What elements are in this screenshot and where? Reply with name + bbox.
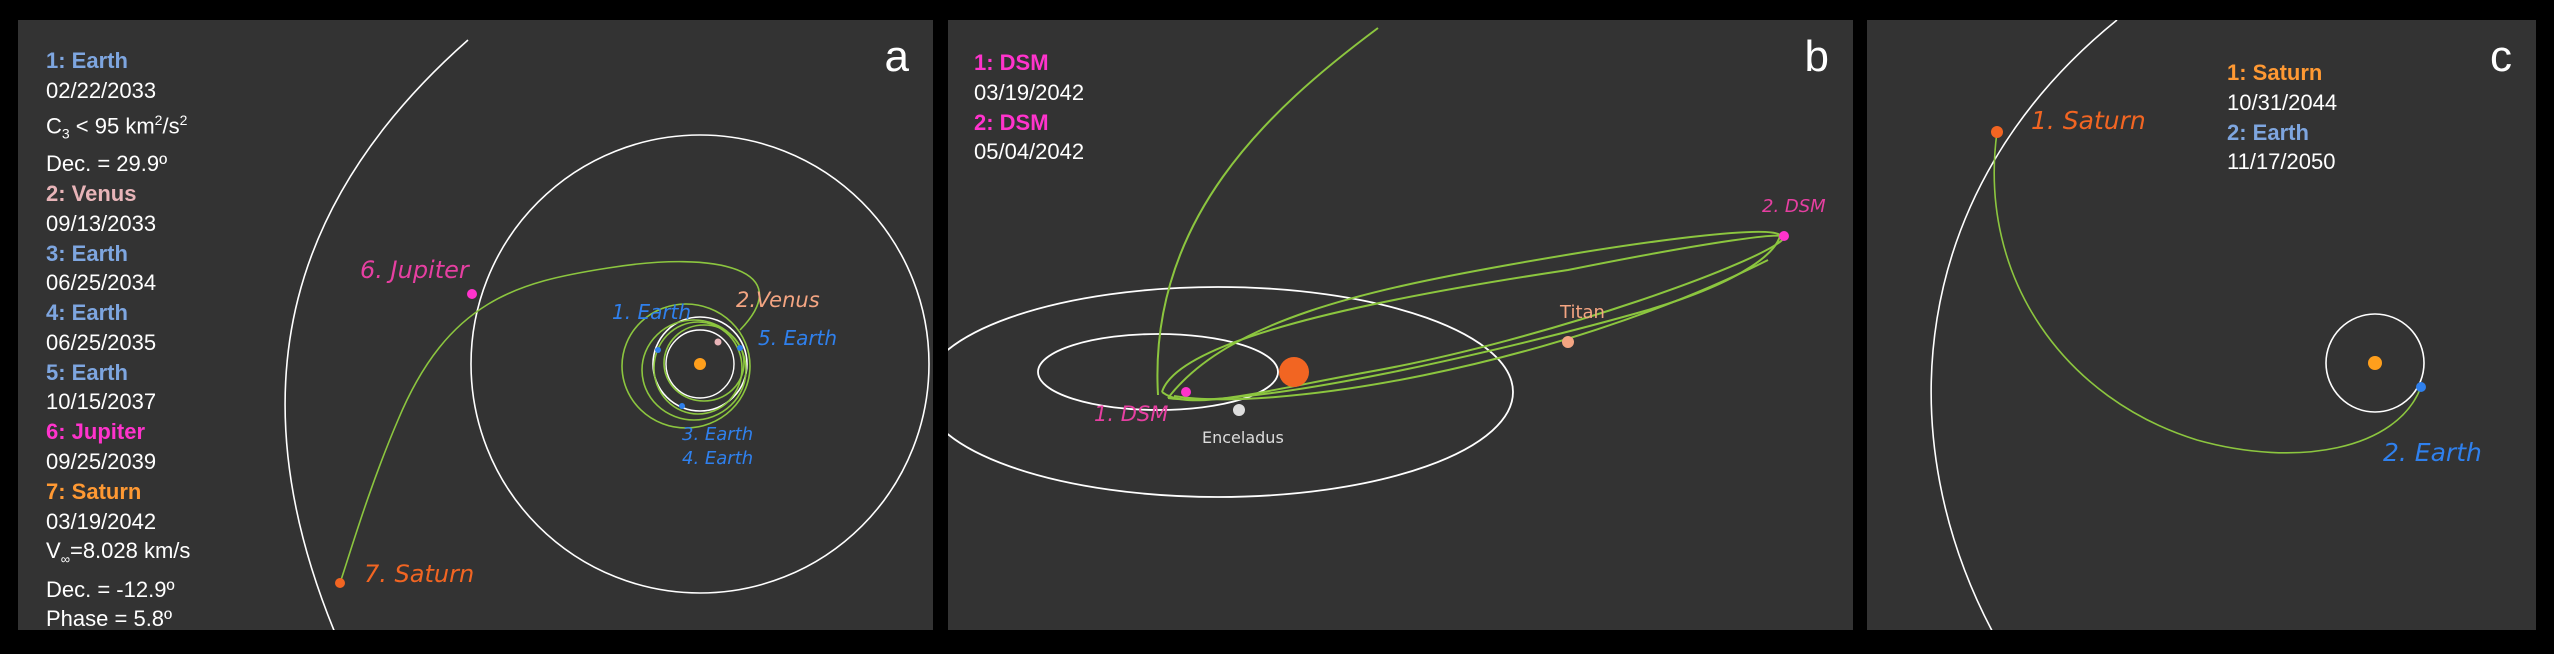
legend-dsm1-title: 1: DSM: [974, 50, 1049, 75]
legend-earth5-date: 10/15/2037: [46, 389, 157, 415]
venus-marker: [714, 338, 722, 346]
label-saturn: 7. Saturn: [364, 560, 475, 588]
jupiter-marker: [467, 289, 477, 299]
label-earth1: 1. Earth: [612, 300, 692, 324]
legend-earth4-title: 4: Earth: [46, 300, 128, 326]
earth-orbit: [2325, 313, 2425, 413]
saturn-marker: [1991, 126, 2003, 138]
tour-trajectory: [1156, 27, 1786, 402]
legend-earth-date: 11/17/2050: [2227, 149, 2336, 175]
legend-dsm2-title: 2: DSM: [974, 109, 1049, 135]
legend-earth1-date: 02/22/2033: [46, 77, 157, 103]
label-saturn: 1. Saturn: [2031, 106, 2146, 135]
label-earth5: 5. Earth: [758, 326, 838, 350]
panel-a-diagram: [284, 39, 930, 630]
legend-vinf: V∞=8.028 km/s: [46, 538, 191, 567]
legend-dec2: Dec. = -12.9º: [46, 576, 175, 602]
legend-venus-title: 2: Venus: [46, 180, 137, 206]
earth-orbit: [652, 316, 748, 412]
legend-venus-date: 09/13/2033: [46, 210, 157, 236]
earth-marker-5: [737, 345, 743, 351]
saturn: [1279, 357, 1309, 387]
label-enceladus: Enceladus: [1202, 428, 1284, 447]
dsm1-marker: [1181, 387, 1191, 397]
label-jupiter: 6. Jupiter: [360, 256, 469, 284]
legend-dec1: Dec. = 29.9º: [46, 151, 168, 177]
legend-earth-title: 2: Earth: [2227, 119, 2309, 145]
panel-c-diagram: [1930, 20, 2426, 630]
legend-saturn-date: 10/31/2044: [2227, 89, 2338, 115]
legend-earth3-title: 3: Earth: [46, 240, 128, 266]
return-trajectory: [1993, 131, 2422, 454]
legend-saturn-title: 1: Saturn: [2227, 60, 2323, 85]
panel-letter: c: [2490, 32, 2512, 81]
legend-earth5-title: 5: Earth: [46, 359, 128, 385]
saturn-orbit-arc: [1930, 20, 2118, 630]
label-dsm2: 2. DSM: [1762, 196, 1826, 217]
label-titan: Titan: [1560, 302, 1605, 323]
trajectory-outbound: [339, 260, 761, 584]
label-earth4: 4. Earth: [682, 448, 754, 469]
panel-a-interplanetary-trajectory: a 1: Earth 02/22/2033 C3 < 95 km2/s2 Dec…: [18, 20, 933, 630]
legend-earth3-date: 06/25/2034: [46, 270, 157, 296]
legend-saturn-date: 03/19/2042: [46, 508, 157, 534]
label-earth: 2. Earth: [2383, 438, 2482, 467]
sun: [694, 358, 706, 370]
titan-orbit: [948, 286, 1514, 498]
label-earth3: 3. Earth: [682, 424, 754, 445]
panel-letter: b: [1804, 32, 1829, 81]
panel-b-saturn-tour: b 1: DSM 03/19/2042 2: DSM 05/04/2042 1.…: [948, 20, 1853, 630]
legend-dsm2-date: 05/04/2042: [974, 139, 1085, 165]
enceladus-orbit: [1037, 333, 1279, 411]
panel-letter: a: [884, 32, 909, 81]
earth-marker-3-4: [679, 403, 685, 409]
legend-earth4-date: 06/25/2035: [46, 329, 157, 355]
legend-jupiter-title: 6: Jupiter: [46, 419, 146, 445]
legend-saturn-title: 7: Saturn: [46, 478, 142, 504]
legend-c3: C3 < 95 km2/s2: [46, 111, 188, 142]
panel-c-return-trajectory: c 1: Saturn 10/31/2044 2: Earth 11/17/20…: [1867, 20, 2536, 630]
legend-phase: Phase = 5.8º: [46, 606, 173, 630]
trajectory-loops: [621, 303, 751, 429]
earth-marker: [2416, 382, 2426, 392]
enceladus-marker: [1233, 404, 1245, 416]
panel-b-legend: 1: DSM 03/19/2042 2: DSM 05/04/2042: [974, 48, 1084, 167]
legend-dsm1-date: 03/19/2042: [974, 79, 1085, 105]
sun: [2368, 356, 2382, 370]
legend-earth1-title: 1: Earth: [46, 48, 128, 73]
jupiter-orbit: [470, 134, 930, 594]
titan-marker: [1562, 336, 1574, 348]
panel-a-legend: 1: Earth 02/22/2033 C3 < 95 km2/s2 Dec. …: [46, 46, 190, 630]
venus-orbit: [665, 329, 735, 399]
saturn-marker: [335, 578, 345, 588]
panel-c-legend: 1: Saturn 10/31/2044 2: Earth 11/17/2050: [2227, 58, 2337, 177]
dsm2-marker: [1779, 231, 1789, 241]
legend-jupiter-date: 09/25/2039: [46, 449, 157, 475]
earth-marker-1: [655, 347, 661, 353]
label-venus: 2.Venus: [736, 288, 820, 312]
label-dsm1: 1. DSM: [1094, 402, 1169, 426]
panel-b-diagram: [948, 27, 1789, 498]
saturn-orbit-arc: [284, 39, 469, 630]
